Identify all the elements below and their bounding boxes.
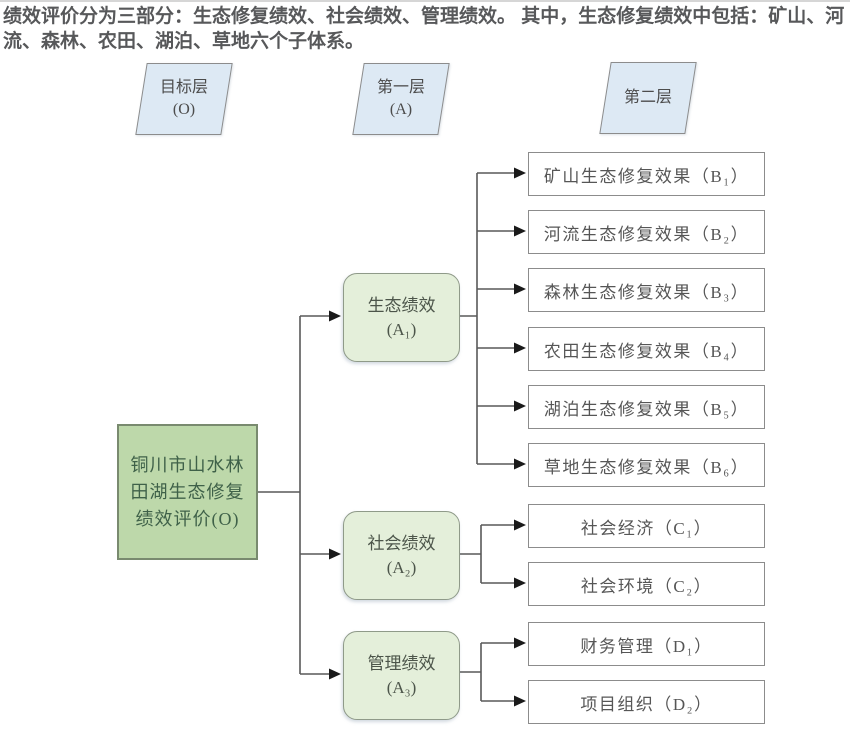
indicator-box-b3: 森林生态修复效果（B₃） xyxy=(528,268,765,312)
factor-management-code: (A₃) xyxy=(386,677,417,697)
indicator-box-d2: 项目组织（D₂） xyxy=(528,680,765,724)
indicator-box-b2: 河流生态修复效果（B₂） xyxy=(528,210,765,254)
goal-line-1: 铜川市山水林 xyxy=(130,454,245,475)
level-header-goal-label: 目标层 (O) xyxy=(159,79,208,118)
top-divider xyxy=(0,0,850,2)
factor-eco-title: 生态绩效 xyxy=(367,295,436,315)
factor-box-social: 社会绩效 (A₂) xyxy=(343,511,460,600)
factor-management-title: 管理绩效 xyxy=(367,653,436,673)
indicator-box-c1: 社会经济（C₁） xyxy=(528,504,765,548)
caption-text: 绩效评价分为三部分：生态修复绩效、社会绩效、管理绩效。 其中，生态修复绩效中包括… xyxy=(3,6,845,52)
indicator-box-b6: 草地生态修复效果（B₆） xyxy=(528,443,765,487)
goal-line-2: 田湖生态修复 xyxy=(130,481,245,502)
goal-box: 铜川市山水林 田湖生态修复 绩效评价(O) xyxy=(117,424,258,560)
factor-social-title: 社会绩效 xyxy=(367,533,436,553)
level-header-second-label: 第二层 xyxy=(623,89,672,106)
indicator-box-d1: 财务管理（D₁） xyxy=(528,622,765,666)
factor-box-eco: 生态绩效 (A₁) xyxy=(343,273,460,362)
factor-social-code: (A₂) xyxy=(386,557,417,577)
level-header-first: 第一层 (A) xyxy=(352,63,450,135)
goal-line-3: 绩效评价(O) xyxy=(135,508,240,529)
indicator-box-b4: 农田生态修复效果（B₄） xyxy=(528,327,765,371)
level-header-first-label: 第一层 (A) xyxy=(376,79,425,118)
indicator-box-c2: 社会环境（C₂） xyxy=(528,562,765,606)
factor-box-management: 管理绩效 (A₃) xyxy=(343,631,460,720)
indicator-box-b1: 矿山生态修复效果（B₁） xyxy=(528,152,765,196)
level-header-second: 第二层 xyxy=(599,62,697,134)
indicator-box-b5: 湖泊生态修复效果（B₅） xyxy=(528,385,765,429)
factor-eco-code: (A₁) xyxy=(386,319,417,339)
level-header-goal: 目标层 (O) xyxy=(135,63,233,135)
